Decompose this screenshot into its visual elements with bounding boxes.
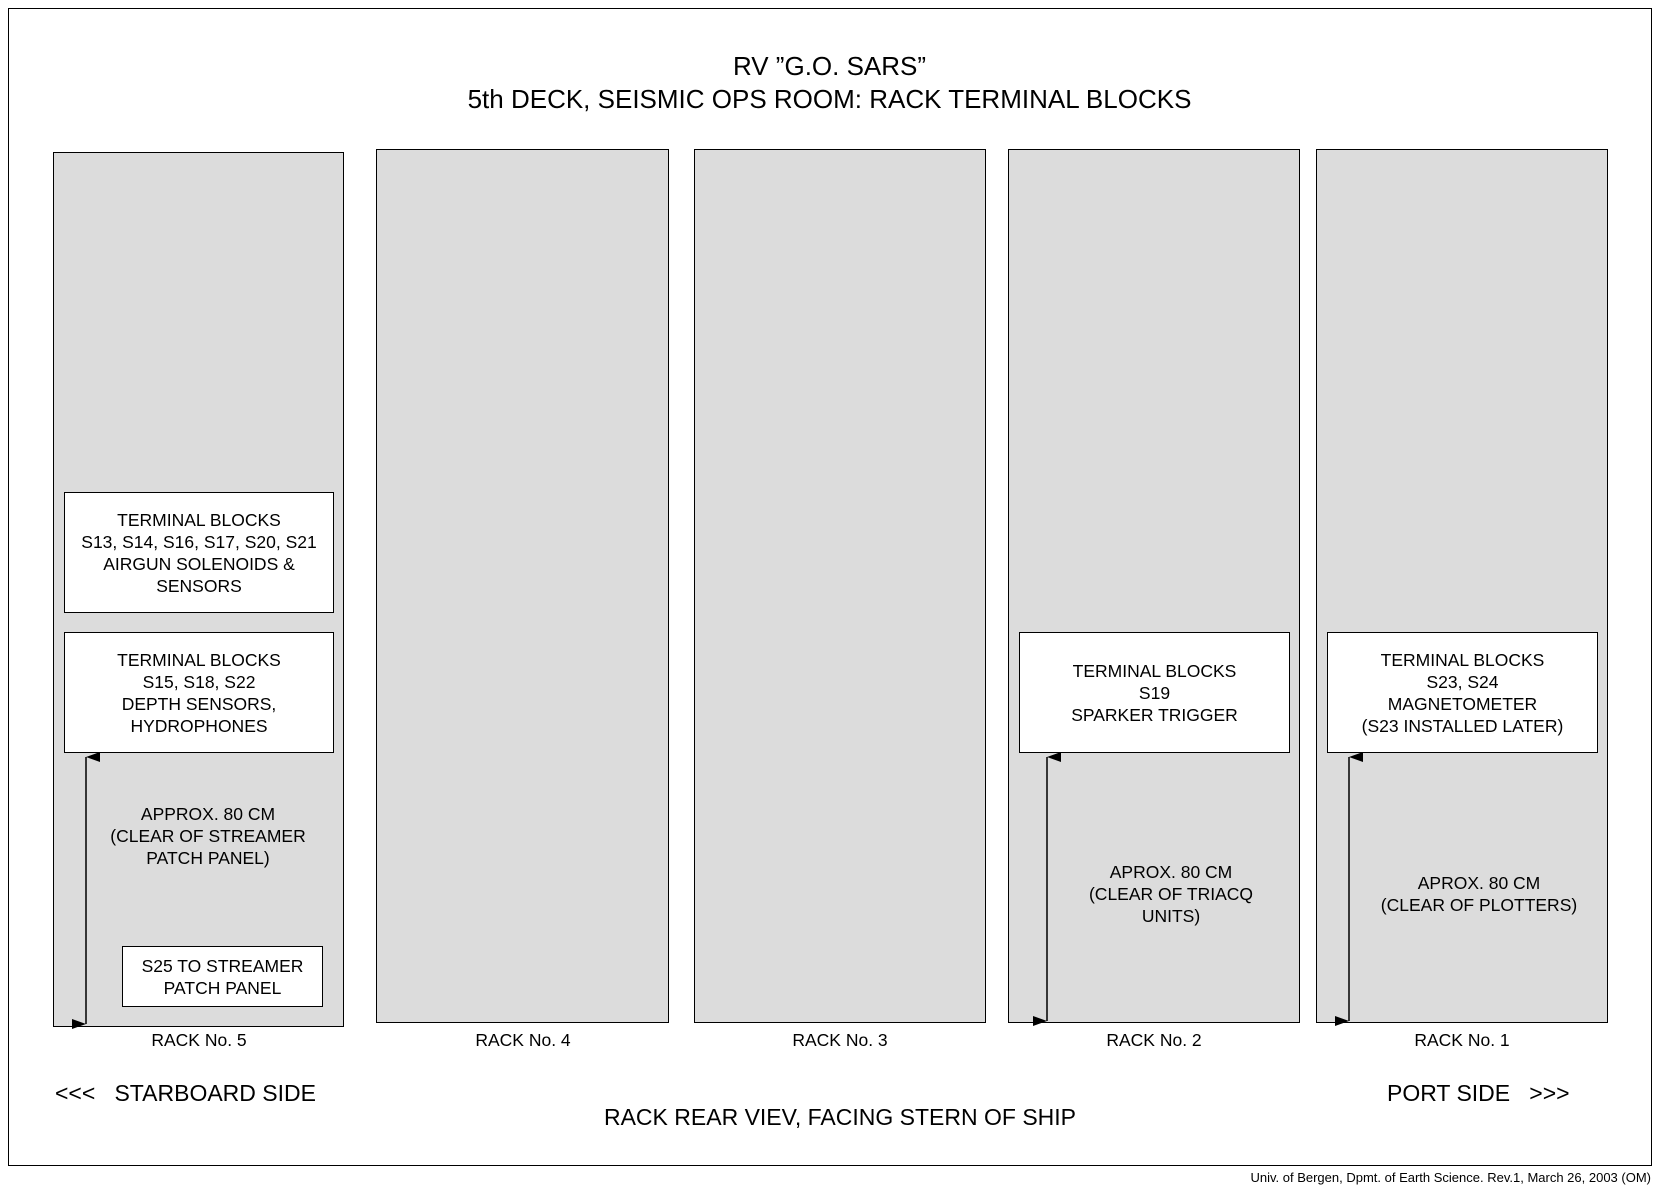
box-line: PATCH PANEL [163,977,282,998]
rack-2-clearance-note: APROX. 80 CM (CLEAR OF TRIACQ UNITS) [1062,861,1280,927]
credit-line: Univ. of Bergen, Dpmt. of Earth Science.… [1250,1170,1651,1185]
note-line: APROX. 80 CM [1109,862,1233,882]
rack-1-clearance-note: APROX. 80 CM (CLEAR OF PLOTTERS) [1370,872,1588,916]
rack-5-terminal-box-2: TERMINAL BLOCKS S15, S18, S22 DEPTH SENS… [64,632,334,753]
box-line: S25 TO STREAMER [141,955,304,976]
box-line: TERMINAL BLOCKS [117,509,281,530]
note-line: UNITS) [1141,906,1201,926]
rack-5-label: RACK No. 5 [151,1030,247,1050]
title-line-1: RV ”G.O. SARS” [732,51,927,81]
note-line: PATCH PANEL) [146,848,270,868]
box-line: S15, S18, S22 [142,671,256,692]
rack-2-label: RACK No. 2 [1106,1030,1202,1050]
box-line: TERMINAL BLOCKS [1380,649,1545,670]
rack-5-clearance-note: APPROX. 80 CM (CLEAR OF STREAMER PATCH P… [100,803,316,869]
rack-1 [1316,149,1608,1023]
box-line: S19 [1138,682,1171,703]
box-line: S13, S14, S16, S17, S20, S21 [81,531,317,552]
box-line: (S23 INSTALLED LATER) [1361,715,1564,736]
box-line: HYDROPHONES [130,715,268,736]
note-line: APROX. 80 CM [1417,873,1541,893]
rack-5-s25-box: S25 TO STREAMER PATCH PANEL [122,946,323,1007]
box-line: DEPTH SENSORS, [121,693,277,714]
note-line: (CLEAR OF STREAMER [110,826,306,846]
rack-3 [694,149,986,1023]
note-line: APPROX. 80 CM [140,804,276,824]
starboard-side-label: <<< STARBOARD SIDE [55,1080,316,1106]
box-line: TERMINAL BLOCKS [1072,660,1237,681]
box-line: TERMINAL BLOCKS [117,649,281,670]
note-line: (CLEAR OF PLOTTERS) [1380,895,1578,915]
box-line: S23, S24 [1426,671,1499,692]
note-line: (CLEAR OF TRIACQ [1088,884,1253,904]
drawing-frame [8,8,1652,1166]
rack-1-terminal-box: TERMINAL BLOCKS S23, S24 MAGNETOMETER (S… [1327,632,1598,753]
port-side-label: PORT SIDE >>> [1387,1080,1570,1106]
rack-1-label: RACK No. 1 [1414,1030,1510,1050]
box-line: MAGNETOMETER [1387,693,1538,714]
box-line: SPARKER TRIGGER [1071,704,1238,725]
rack-4 [376,149,669,1023]
box-line: SENSORS [156,575,242,596]
title-line-2: 5th DECK, SEISMIC OPS ROOM: RACK TERMINA… [467,84,1192,114]
rack-4-label: RACK No. 4 [475,1030,571,1050]
box-line: AIRGUN SOLENOIDS & [103,553,295,574]
rack-5-terminal-box-1: TERMINAL BLOCKS S13, S14, S16, S17, S20,… [64,492,334,613]
view-caption: RACK REAR VIEV, FACING STERN OF SHIP [603,1104,1077,1130]
rack-2-terminal-box: TERMINAL BLOCKS S19 SPARKER TRIGGER [1019,632,1290,753]
rack-3-label: RACK No. 3 [792,1030,888,1050]
